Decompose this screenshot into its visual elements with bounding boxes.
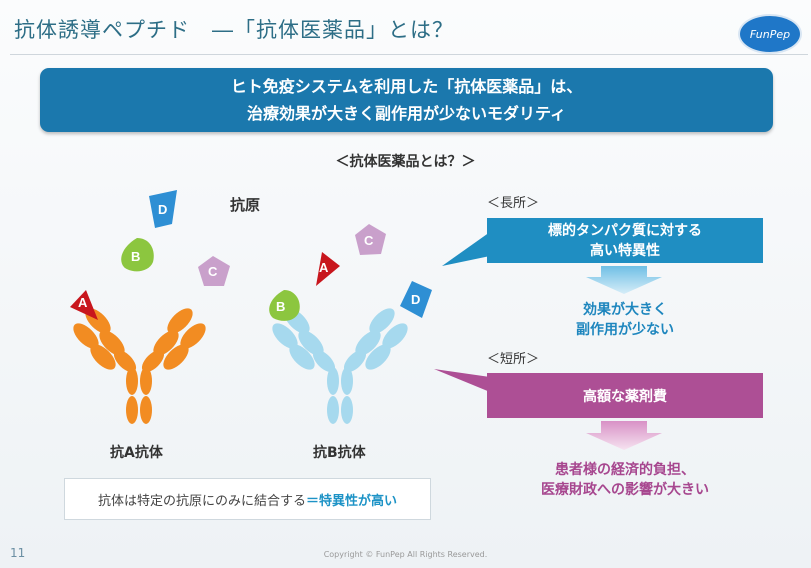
- pros-result-line-2: 副作用が少ない: [576, 322, 674, 338]
- pros-callout-pointer: [442, 232, 490, 266]
- note-text: 抗体は特定の抗原にのみに結合する: [97, 493, 306, 509]
- antibody-a-shape: [73, 308, 206, 424]
- antigen-d-bound: D: [400, 281, 432, 318]
- pros-result: 効果が大きく 副作用が少ない: [487, 300, 763, 340]
- banner-line-1: ヒト免疫システムを利用した「抗体医薬品」は、: [230, 77, 583, 96]
- pros-box-line-2: 高い特異性: [590, 243, 660, 259]
- svg-text:A: A: [319, 260, 329, 275]
- antigen-d-floating: D: [149, 190, 177, 228]
- antibody-a-label: 抗A抗体: [110, 445, 163, 461]
- summary-banner: ヒト免疫システムを利用した「抗体医薬品」は、 治療効果が大きく副作用が少ないモダ…: [40, 68, 773, 132]
- cons-result-line-2: 医療財政への影響が大きい: [541, 482, 709, 498]
- svg-text:C: C: [364, 233, 374, 248]
- pros-box: 標的タンパク質に対する 高い特異性: [487, 218, 763, 263]
- antigen-b-bound: B: [269, 290, 300, 321]
- svg-text:D: D: [158, 202, 167, 217]
- antibody-b-shape: [272, 308, 408, 424]
- cons-result-line-1: 患者様の経済的負担、: [555, 462, 695, 478]
- antigen-b-floating: B: [121, 238, 154, 272]
- pros-down-arrow: [586, 266, 662, 294]
- svg-text:C: C: [208, 264, 218, 279]
- copyright: Copyright © FunPep All Rights Reserved.: [323, 550, 488, 559]
- section-subtitle: ＜抗体医薬品とは？＞: [335, 154, 476, 170]
- cons-label: ＜短所＞: [487, 352, 540, 367]
- note-highlight: ＝特異性が高い: [306, 493, 398, 509]
- cons-down-arrow: [586, 421, 662, 450]
- cons-result: 患者様の経済的負担、 医療財政への影響が大きい: [487, 460, 763, 500]
- svg-text:B: B: [276, 299, 285, 314]
- funpep-logo: FunPep: [738, 14, 802, 54]
- antigen-a-bound: A: [70, 290, 98, 320]
- specificity-note: 抗体は特定の抗原にのみに結合する＝特異性が高い: [64, 478, 431, 520]
- antigen-c-floating: C: [198, 256, 230, 286]
- banner-line-2: 治療効果が大きく副作用が少ないモダリティ: [246, 104, 567, 123]
- antibody-b-label: 抗B抗体: [313, 445, 366, 461]
- antigen-c-floating-right: C: [355, 224, 386, 255]
- antigen-a-floating-right: A: [316, 252, 340, 286]
- cons-box: 高額な薬剤費: [487, 373, 763, 418]
- pros-result-line-1: 効果が大きく: [583, 302, 667, 318]
- svg-text:B: B: [131, 249, 140, 264]
- cons-callout-pointer: [434, 369, 490, 392]
- antigen-label: 抗原: [230, 196, 261, 214]
- pros-box-line-1: 標的タンパク質に対する: [548, 223, 702, 239]
- pros-label: ＜長所＞: [487, 196, 540, 211]
- page-number: 11: [10, 546, 26, 560]
- svg-text:A: A: [78, 295, 88, 310]
- title-divider: [10, 54, 808, 55]
- page-title: 抗体誘導ペプチド ―「抗体医薬品」とは？: [14, 18, 454, 42]
- svg-text:D: D: [411, 292, 420, 307]
